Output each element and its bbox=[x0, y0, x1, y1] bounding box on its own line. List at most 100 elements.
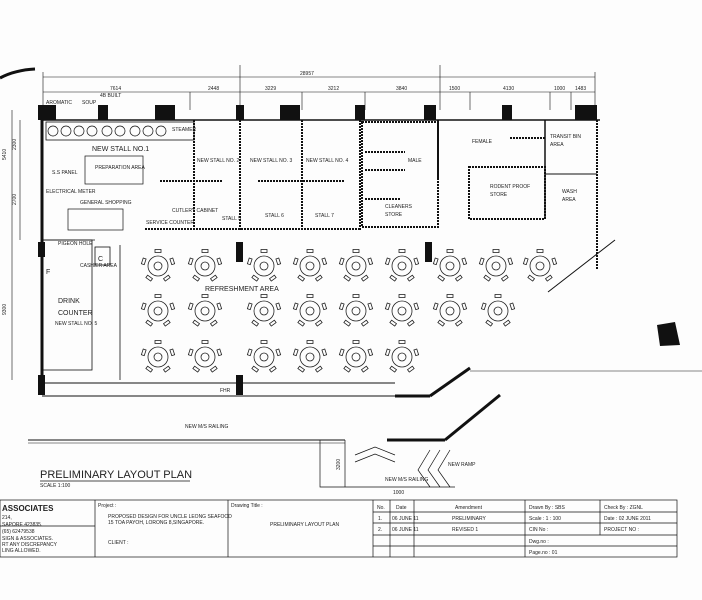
chair bbox=[343, 274, 352, 282]
label-rodent-1: RODENT PROOF bbox=[490, 184, 530, 190]
chair bbox=[314, 274, 323, 282]
chair bbox=[192, 365, 201, 373]
chair bbox=[260, 340, 268, 344]
chair bbox=[268, 319, 277, 327]
label-female: FEMALE bbox=[472, 139, 493, 145]
chair bbox=[169, 348, 176, 357]
chair bbox=[461, 257, 468, 266]
chair bbox=[209, 319, 218, 327]
chair bbox=[209, 274, 218, 282]
chair bbox=[367, 257, 374, 266]
chair bbox=[338, 257, 345, 266]
table-center bbox=[397, 306, 407, 316]
drawing-title-value: PRELIMINARY LAYOUT PLAN bbox=[270, 522, 339, 528]
chair bbox=[306, 340, 314, 344]
table-center bbox=[397, 352, 407, 362]
table-top bbox=[194, 300, 216, 322]
dim-1: 7614 bbox=[110, 86, 121, 92]
chair bbox=[485, 319, 494, 327]
dim-8: 1000 bbox=[554, 86, 565, 92]
dim-5: 3840 bbox=[396, 86, 407, 92]
chair bbox=[352, 249, 360, 253]
table-center bbox=[153, 306, 163, 316]
chair bbox=[480, 302, 487, 311]
chair bbox=[492, 249, 500, 253]
dim-overall: 28957 bbox=[300, 71, 314, 77]
chair bbox=[145, 274, 154, 282]
chair bbox=[389, 274, 398, 282]
label-stall-2: NEW STALL NO. 2 bbox=[197, 158, 239, 164]
dimension-lines bbox=[11, 65, 596, 380]
table-center bbox=[351, 306, 361, 316]
table-top bbox=[391, 346, 413, 368]
drawing-title: PRELIMINARY LAYOUT PLAN bbox=[40, 469, 192, 481]
chair bbox=[367, 348, 374, 357]
header-amendment: Amendment bbox=[455, 505, 483, 511]
table-top bbox=[345, 255, 367, 277]
table-top bbox=[253, 346, 275, 368]
chair bbox=[162, 274, 171, 282]
chair bbox=[522, 257, 529, 266]
label-prep-area: PREPARATION AREA bbox=[95, 165, 145, 171]
amend-2-text: REVISED 1 bbox=[452, 527, 478, 533]
table-center bbox=[259, 352, 269, 362]
dim-left-2: 2300 bbox=[12, 139, 18, 150]
table-center bbox=[153, 261, 163, 271]
chair bbox=[260, 249, 268, 253]
dim-6: 1500 bbox=[449, 86, 460, 92]
chair bbox=[454, 319, 463, 327]
chair bbox=[437, 274, 446, 282]
table-top bbox=[439, 300, 461, 322]
chair bbox=[507, 257, 514, 266]
label-electrical-meter: ELECTRICAL METER bbox=[46, 189, 96, 195]
chair bbox=[140, 302, 147, 311]
chair bbox=[292, 257, 299, 266]
header-date: Date bbox=[396, 505, 407, 511]
chair bbox=[314, 319, 323, 327]
chair bbox=[509, 302, 516, 311]
chair bbox=[246, 348, 253, 357]
dim-9: 1483 bbox=[575, 86, 586, 92]
label-transit-bin-1: TRANSIT BIN bbox=[550, 134, 581, 140]
dim-left-3: 2700 bbox=[12, 194, 18, 205]
label-drink: DRINK bbox=[58, 298, 80, 305]
round-table bbox=[187, 340, 223, 373]
chair bbox=[140, 348, 147, 357]
table-top bbox=[391, 300, 413, 322]
cin-no: CIN No : bbox=[529, 527, 548, 533]
structural-columns bbox=[38, 105, 680, 395]
chair bbox=[454, 274, 463, 282]
label-cutlery-cabinet: CUTLERY CABINET bbox=[172, 208, 218, 214]
chair bbox=[209, 365, 218, 373]
label-soup: SOUP bbox=[82, 100, 97, 106]
table-center bbox=[491, 261, 501, 271]
chair bbox=[544, 274, 553, 282]
chair bbox=[306, 249, 314, 253]
label-wash-2: AREA bbox=[562, 197, 576, 203]
table-top bbox=[485, 255, 507, 277]
table-center bbox=[259, 306, 269, 316]
label-railing-2: NEW M/S RAILING bbox=[385, 477, 428, 483]
label-wash-1: WASH bbox=[562, 189, 577, 195]
chair bbox=[406, 274, 415, 282]
chair bbox=[551, 257, 558, 266]
dim-3: 3229 bbox=[265, 86, 276, 92]
page-no: Page.no : 01 bbox=[529, 550, 558, 556]
chair bbox=[297, 365, 306, 373]
chair bbox=[201, 249, 209, 253]
chair bbox=[251, 365, 260, 373]
table-top bbox=[299, 255, 321, 277]
chair bbox=[527, 274, 536, 282]
round-table bbox=[140, 294, 176, 327]
chair bbox=[297, 319, 306, 327]
table-top bbox=[147, 300, 169, 322]
drawing-title-label: Drawing Title : bbox=[231, 503, 263, 509]
fixture-labels: STEAMER S.S PANEL ELECTRICAL METER GENER… bbox=[46, 93, 334, 394]
chair bbox=[398, 249, 406, 253]
label-aromatic: AROMATIC bbox=[46, 100, 72, 106]
chair bbox=[483, 274, 492, 282]
room-labels: NEW STALL NO.1 PREPARATION AREA NEW STAL… bbox=[55, 134, 581, 496]
chair bbox=[338, 302, 345, 311]
chair bbox=[154, 294, 162, 298]
drawing-scale-note: SCALE 1:100 bbox=[40, 483, 71, 489]
